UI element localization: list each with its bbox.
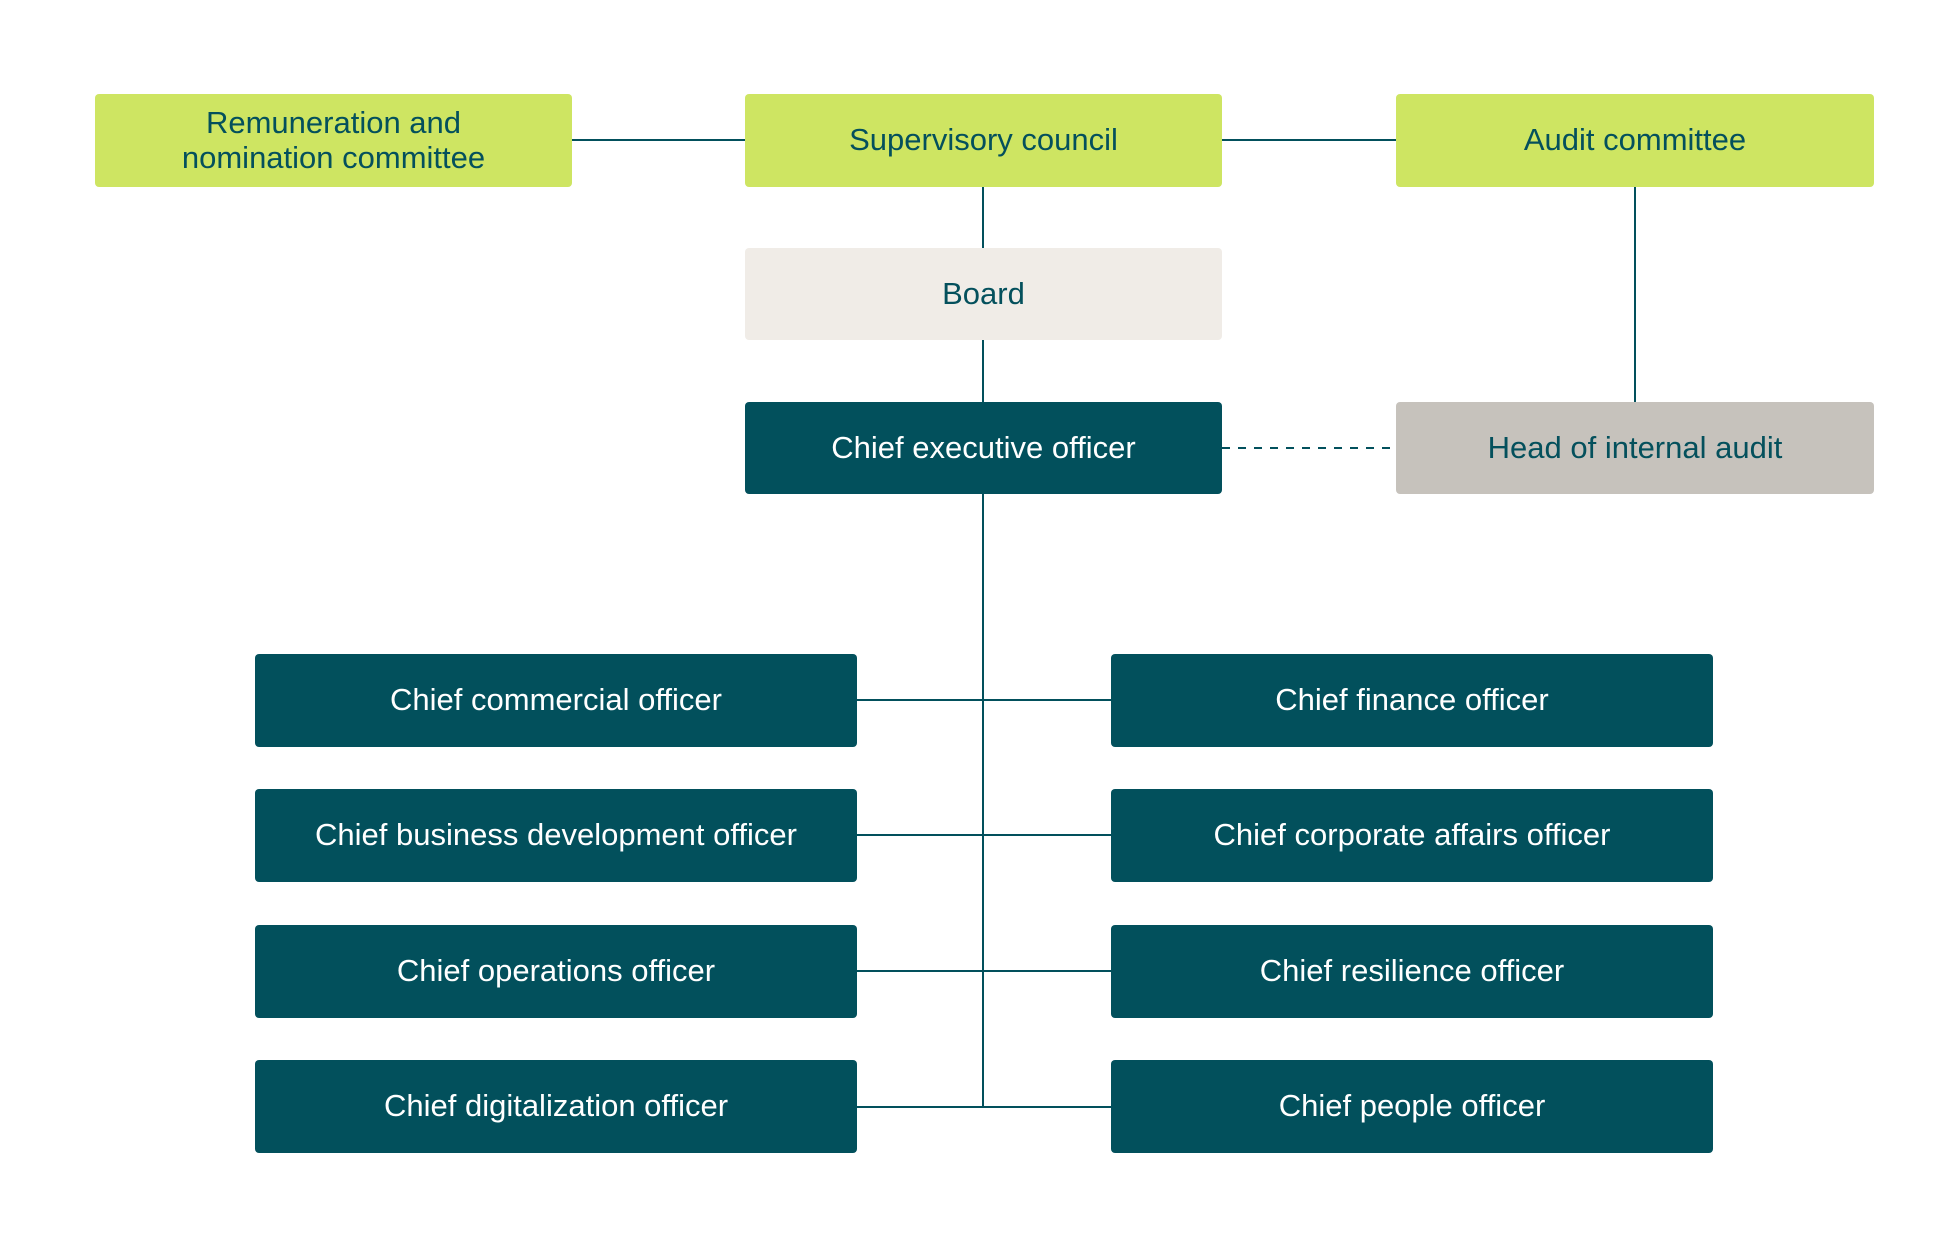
cpo-box: Chief people officer [1111, 1060, 1713, 1153]
coo-label: Chief operations officer [396, 953, 716, 989]
cbdo-label: Chief business development officer [315, 817, 797, 853]
remuneration-committee-label: Remuneration and nomination committee [181, 105, 486, 175]
board-box: Board [745, 248, 1222, 340]
cfo-label: Chief finance officer [1275, 682, 1549, 718]
cro-box: Chief resilience officer [1111, 925, 1713, 1018]
ceo-label: Chief executive officer [831, 429, 1136, 465]
remuneration-committee-box: Remuneration and nomination committee [95, 94, 572, 187]
cbdo-box: Chief business development officer [255, 789, 857, 882]
cdo-label: Chief digitalization officer [383, 1088, 729, 1124]
cco-box: Chief commercial officer [255, 654, 857, 747]
cro-label: Chief resilience officer [1259, 953, 1565, 989]
supervisory-council-box: Supervisory council [745, 94, 1222, 187]
ccao-label: Chief corporate affairs officer [1213, 817, 1611, 853]
cfo-box: Chief finance officer [1111, 654, 1713, 747]
audit-committee-label: Audit committee [1523, 122, 1747, 158]
ceo-box: Chief executive officer [745, 402, 1222, 494]
cdo-box: Chief digitalization officer [255, 1060, 857, 1153]
board-label: Board [942, 275, 1025, 311]
cco-label: Chief commercial officer [390, 682, 722, 718]
coo-box: Chief operations officer [255, 925, 857, 1018]
audit-committee-box: Audit committee [1396, 94, 1874, 187]
internal-audit-box: Head of internal audit [1396, 402, 1874, 494]
cpo-label: Chief people officer [1278, 1088, 1546, 1124]
ccao-box: Chief corporate affairs officer [1111, 789, 1713, 882]
supervisory-council-label: Supervisory council [849, 122, 1118, 158]
internal-audit-label: Head of internal audit [1487, 429, 1783, 465]
